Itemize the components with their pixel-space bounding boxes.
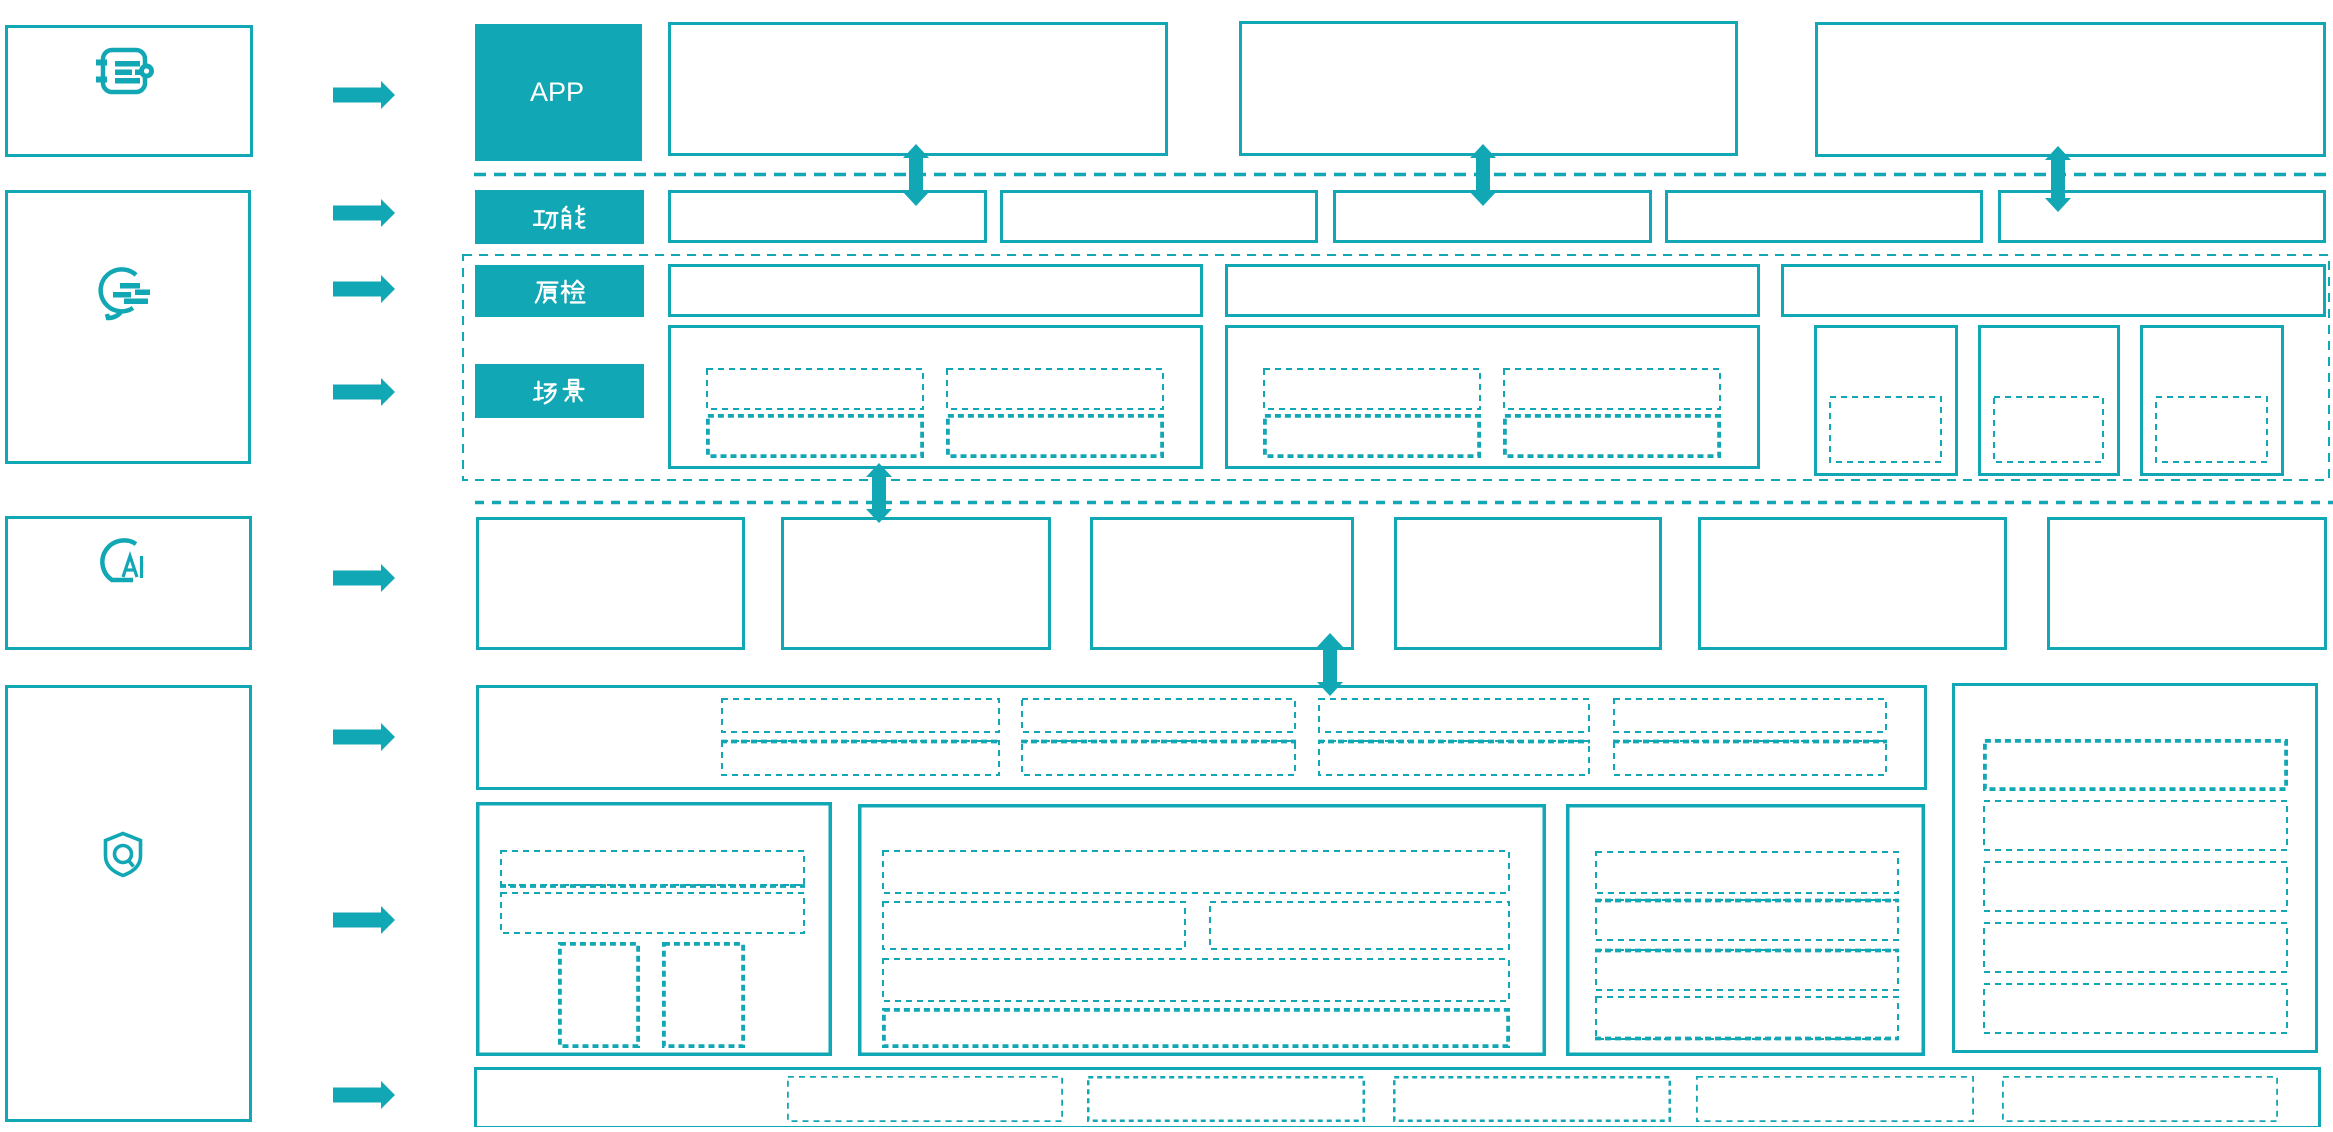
svg-text:APP: APP <box>530 77 584 107</box>
